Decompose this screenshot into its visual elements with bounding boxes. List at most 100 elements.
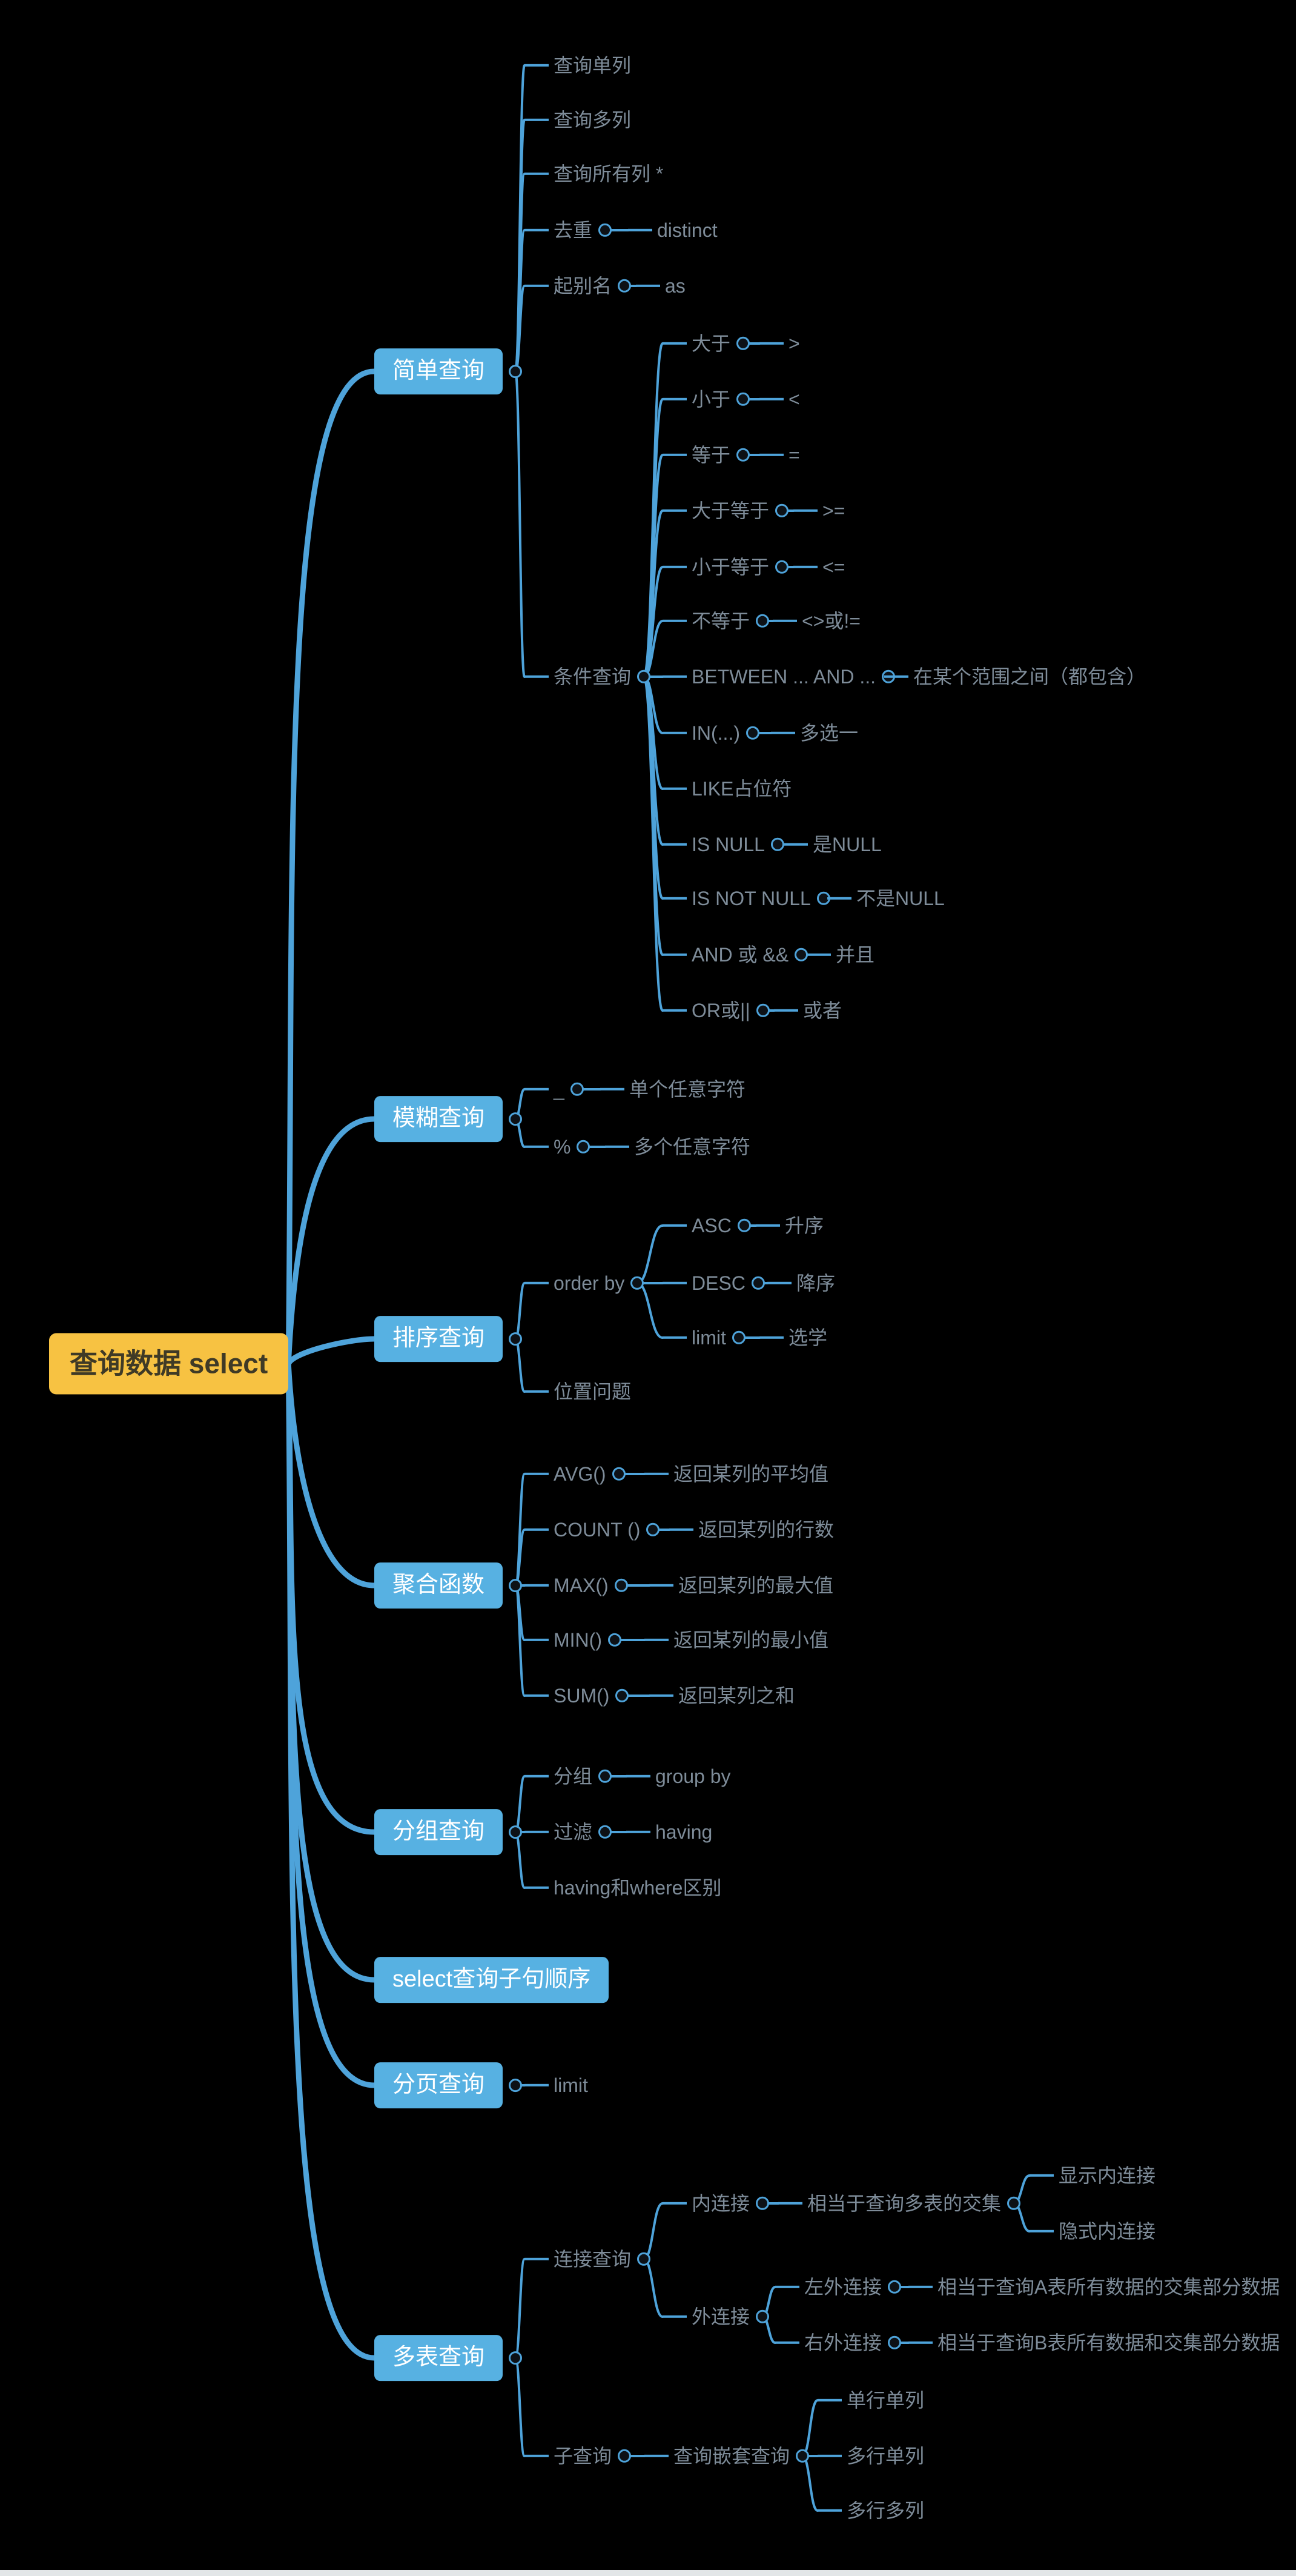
collapse-button[interactable] [646,1522,660,1536]
mind-node[interactable]: 外连接 [663,2305,770,2328]
mind-node[interactable]: IN(...) [663,722,759,745]
mind-node[interactable]: <= [793,556,845,579]
mind-node[interactable]: 内连接 [663,2192,770,2215]
mind-node[interactable]: 等于 [663,443,750,466]
mind-node[interactable]: 返回某列之和 [649,1684,795,1707]
mind-node[interactable]: LIKE占位符 [663,777,792,800]
mind-node[interactable]: 分组 [524,1765,612,1788]
mind-node[interactable]: 在某个范围之间（都包含） [884,665,1146,688]
mind-node[interactable]: 查询所有列 * [524,162,663,185]
mind-node[interactable]: limit [663,1326,746,1349]
branch-paging-query[interactable]: 分页查询 [374,2062,523,2108]
collapse-button[interactable] [509,1332,523,1346]
mind-node[interactable]: ASC [663,1214,751,1237]
branch-simple-query[interactable]: 简单查询 [374,348,523,394]
mind-node[interactable]: 大于等于 [663,499,789,522]
mind-node[interactable]: AND 或 && [663,943,808,966]
collapse-button[interactable] [618,279,632,293]
mind-node[interactable]: = [759,443,800,466]
branch-order-query[interactable]: 排序查询 [374,1316,523,1362]
mind-node[interactable]: order by [524,1272,644,1295]
mind-node[interactable]: 小于等于 [663,556,789,579]
collapse-button[interactable] [509,1112,523,1126]
mind-node[interactable]: 多选一 [771,722,858,745]
mind-node[interactable]: 小于 [663,388,750,411]
collapse-button[interactable] [751,1276,765,1290]
mind-node[interactable]: having [626,1821,712,1844]
mind-node[interactable]: 并且 [807,943,874,966]
mind-node[interactable]: 过滤 [524,1821,612,1844]
collapse-button[interactable] [614,1578,628,1592]
mind-node[interactable]: as [636,274,686,297]
branch-select-clause-order[interactable]: select查询子句顺序 [374,1957,609,2003]
mind-node[interactable]: BETWEEN ... AND ... [663,665,896,688]
mind-node[interactable]: SUM() [524,1684,629,1707]
collapse-button[interactable] [509,365,523,378]
collapse-button[interactable] [736,392,750,406]
mind-node[interactable]: AVG() [524,1462,626,1486]
collapse-button[interactable] [756,1003,770,1017]
mind-node[interactable]: 选学 [759,1326,827,1349]
root-node[interactable]: 查询数据 select [49,1333,289,1395]
mind-node[interactable]: 返回某列的平均值 [644,1462,828,1486]
mind-node[interactable]: 查询多列 [524,108,631,131]
mind-node[interactable]: group by [626,1765,731,1788]
horizontal-scrollbar[interactable] [0,2570,1296,2576]
collapse-button[interactable] [775,560,789,574]
collapse-button[interactable] [756,614,770,628]
mind-node[interactable]: 查询单列 [524,54,631,77]
mind-node[interactable]: 条件查询 [524,665,651,688]
mind-node[interactable]: having和where区别 [524,1876,721,1899]
mind-node[interactable]: 去重 [524,219,612,242]
mind-node[interactable]: IS NOT NULL [663,887,830,910]
collapse-button[interactable] [607,1633,621,1647]
mind-node[interactable]: MAX() [524,1574,628,1597]
collapse-button[interactable] [770,837,784,851]
collapse-button[interactable] [570,1082,584,1096]
branch-group-query[interactable]: 分组查询 [374,1809,523,1855]
mind-node[interactable]: 或者 [774,999,842,1022]
mind-node[interactable]: _ [524,1078,584,1101]
collapse-button[interactable] [630,1276,644,1290]
collapse-button[interactable] [509,2351,523,2365]
mind-node[interactable]: limit [524,2074,588,2097]
mind-node[interactable]: 隐式内连接 [1030,2220,1155,2243]
mind-node[interactable]: 多个任意字符 [605,1135,750,1158]
mind-node[interactable]: 多行单列 [818,2445,924,2468]
mind-node[interactable]: 连接查询 [524,2248,651,2271]
collapse-button[interactable] [736,448,750,462]
collapse-button[interactable] [577,1140,590,1154]
collapse-button[interactable] [598,223,612,237]
mind-node[interactable]: 位置问题 [524,1380,631,1403]
collapse-button[interactable] [736,336,750,350]
branch-multi-table-query[interactable]: 多表查询 [374,2335,523,2381]
collapse-button[interactable] [775,503,789,517]
collapse-button[interactable] [615,1688,629,1702]
branch-fuzzy-query[interactable]: 模糊查询 [374,1096,523,1142]
mind-node[interactable]: MIN() [524,1628,621,1651]
mind-node[interactable]: IS NULL [663,833,784,856]
mind-node[interactable]: 显示内连接 [1030,2164,1155,2187]
collapse-button[interactable] [618,2449,632,2463]
collapse-button[interactable] [1007,2196,1021,2210]
mind-node[interactable]: 返回某列的最大值 [649,1574,833,1597]
mind-node[interactable]: < [759,388,800,411]
mind-node[interactable]: COUNT () [524,1518,660,1541]
collapse-button[interactable] [598,1825,612,1839]
mind-node[interactable]: 不等于 [663,609,770,632]
collapse-button[interactable] [796,2449,810,2463]
mind-node[interactable]: 右外连接 [775,2331,902,2354]
mind-node[interactable]: distinct [628,219,718,242]
collapse-button[interactable] [888,2280,902,2294]
mind-node[interactable]: 不是NULL [827,887,945,910]
collapse-button[interactable] [732,1330,746,1344]
mind-node[interactable]: 相当于查询B表所有数据和交集部分数据 [908,2331,1280,2354]
mind-node[interactable]: 返回某列的行数 [669,1518,834,1541]
collapse-button[interactable] [612,1467,626,1481]
collapse-button[interactable] [598,1769,612,1783]
mind-node[interactable]: 单行单列 [818,2389,924,2412]
collapse-button[interactable] [509,1579,523,1592]
mind-node[interactable]: 子查询 [524,2445,632,2468]
mind-node[interactable]: <>或!= [773,609,861,632]
collapse-button[interactable] [795,948,808,961]
